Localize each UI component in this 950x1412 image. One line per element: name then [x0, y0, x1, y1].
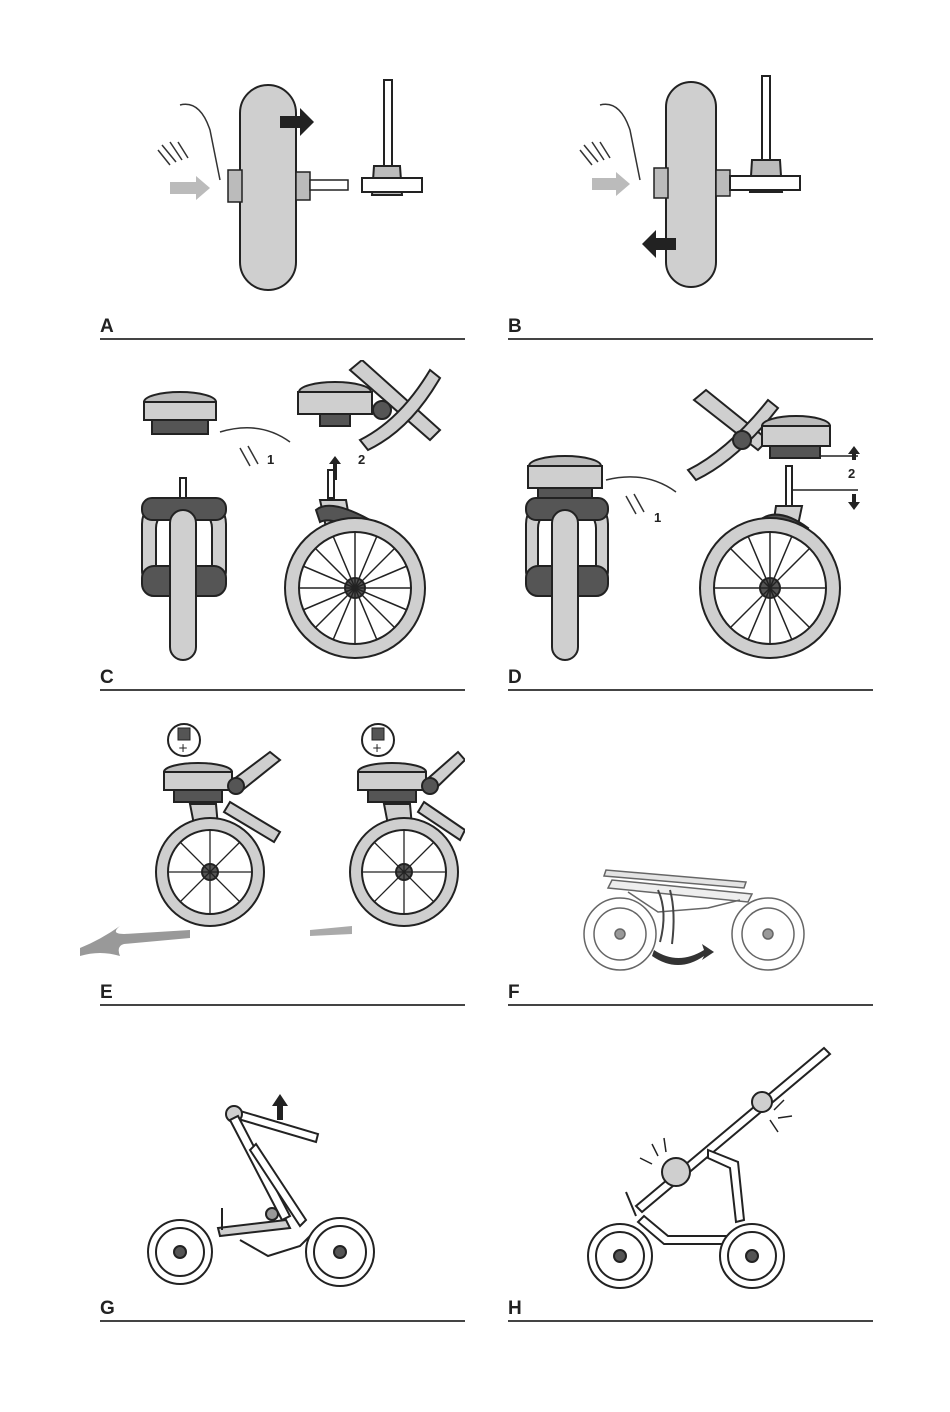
panel-f: F	[508, 712, 873, 1022]
step-1-label: 1	[654, 510, 661, 525]
divider-g	[100, 1320, 465, 1322]
panel-label-f: F	[508, 982, 520, 1004]
panel-a: A	[100, 70, 465, 350]
wheel-removal-illustration-b	[508, 70, 873, 350]
divider-b	[508, 338, 873, 340]
panel-label-a: A	[100, 316, 114, 338]
hand-icon	[606, 477, 676, 514]
svg-text:+: +	[372, 741, 382, 755]
step-2-label: 2	[848, 466, 855, 481]
wheel-swivel-lock-illustration-e: + +	[80, 712, 465, 1022]
panel-label-g: G	[100, 1298, 115, 1320]
divider-h	[508, 1320, 873, 1322]
hand-icon	[158, 104, 220, 180]
push-arrow-icon	[592, 172, 630, 196]
wheel-icon	[285, 470, 425, 658]
frame-icon	[688, 390, 830, 480]
panel-label-c: C	[100, 667, 114, 689]
panel-label-d: D	[508, 667, 522, 689]
divider-d	[508, 689, 873, 691]
unfold-stroller-illustration-g	[100, 1030, 465, 1340]
stroller-icon	[588, 1048, 830, 1288]
divider-a	[100, 338, 465, 340]
panel-g: G	[100, 1030, 465, 1340]
wheel-icon	[240, 85, 296, 290]
panel-d: 1 2 D	[508, 360, 873, 700]
wheel-icon: +	[350, 724, 465, 926]
svg-text:+: +	[178, 741, 188, 755]
swivel-unit-icon	[144, 392, 216, 434]
divider-f	[508, 1004, 873, 1006]
frame-icon	[362, 80, 422, 195]
panel-e: + +	[80, 712, 445, 1022]
rotate-arrow-icon	[652, 944, 714, 965]
panel-h: H	[508, 1030, 873, 1340]
wheel-icon	[526, 456, 608, 660]
hand-icon	[580, 104, 640, 180]
folded-stroller-illustration-f	[508, 712, 873, 1022]
wheel-icon	[666, 82, 716, 287]
front-wheel-adjust-illustration-d	[508, 360, 873, 700]
divider-e	[100, 1004, 465, 1006]
frame-icon	[730, 76, 800, 192]
step-2-label: 2	[358, 452, 365, 467]
panel-c: 1 2 C	[100, 360, 465, 700]
step-1-label: 1	[267, 452, 274, 467]
stroller-icon	[148, 1106, 374, 1286]
swerve-arrow-icon	[80, 926, 190, 956]
wheel-icon	[142, 478, 226, 660]
unfolded-stroller-illustration-h	[508, 1030, 873, 1340]
axle-icon	[310, 180, 348, 190]
panel-label-h: H	[508, 1298, 522, 1320]
panel-label-b: B	[508, 316, 522, 338]
divider-c	[100, 689, 465, 691]
wheel-removal-illustration-a	[100, 70, 465, 350]
panel-b: B	[508, 70, 873, 350]
panel-label-e: E	[100, 982, 113, 1004]
frame-icon	[298, 360, 440, 450]
push-arrow-icon	[170, 176, 210, 200]
down-arrow-icon	[848, 494, 860, 510]
wheel-icon	[700, 466, 840, 658]
wheel-icon: +	[156, 724, 280, 926]
hand-icon	[220, 428, 290, 466]
straight-arrow-icon	[310, 926, 352, 936]
up-arrow-icon	[848, 446, 860, 460]
front-wheel-attach-illustration-c	[100, 360, 465, 700]
up-arrow-icon	[272, 1094, 288, 1120]
